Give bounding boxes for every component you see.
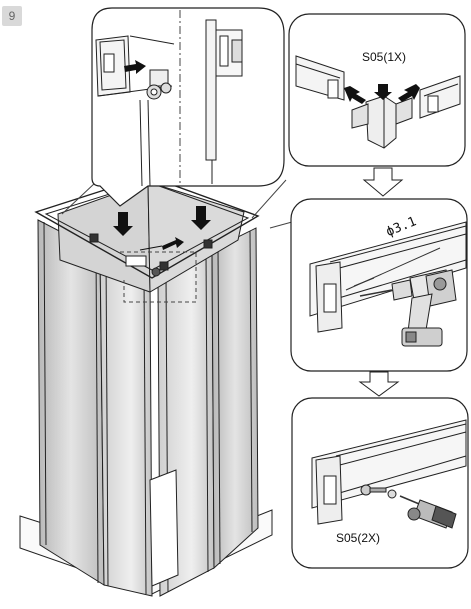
corner-connector-part bbox=[365, 95, 397, 149]
flow-arrow-icon bbox=[362, 167, 404, 197]
right-arrow-icon bbox=[124, 60, 146, 74]
part-label-top: S05(1X) bbox=[362, 50, 407, 64]
screw-icon bbox=[360, 484, 397, 499]
step-number-badge: 9 bbox=[2, 6, 22, 26]
down-arrow-icon bbox=[113, 212, 133, 236]
right-arrow-icon bbox=[344, 86, 366, 104]
part-label-bottom: S05(2X) bbox=[336, 531, 381, 545]
down-arrow-icon bbox=[374, 84, 392, 100]
screwing-callout bbox=[291, 397, 469, 569]
connector-callout bbox=[288, 13, 466, 167]
shower-enclosure bbox=[19, 175, 293, 597]
flow-arrow-icon bbox=[358, 371, 400, 397]
down-arrow-icon bbox=[191, 206, 211, 230]
right-arrow-icon bbox=[162, 237, 184, 250]
left-glass-panel bbox=[37, 219, 105, 586]
left-arrow-icon bbox=[398, 84, 420, 102]
drilling-callout bbox=[290, 198, 468, 372]
screwdriver-icon bbox=[399, 495, 457, 529]
top-detail-callout bbox=[91, 7, 285, 207]
drill-icon bbox=[359, 269, 457, 347]
